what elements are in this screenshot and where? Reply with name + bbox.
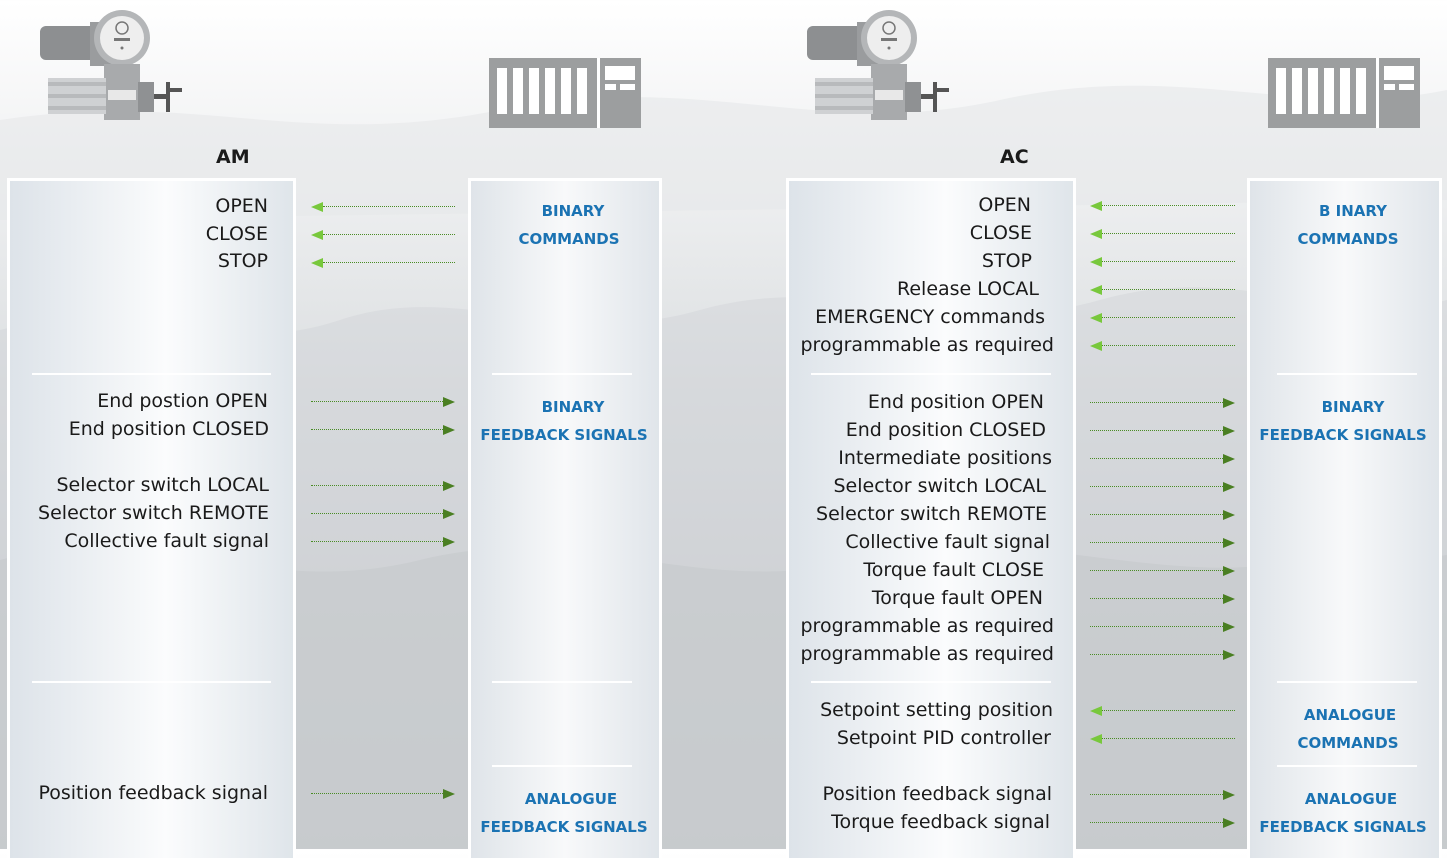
arrow-left-icon (311, 202, 455, 212)
ac-label-analogue-feedback: FEEDBACK SIGNALS (1259, 818, 1427, 836)
arrow-right-icon (1090, 398, 1235, 408)
ac-controller-panel (1247, 178, 1442, 858)
separator (492, 681, 632, 683)
separator (811, 681, 1051, 683)
arrow-right-icon (311, 397, 455, 407)
ac-feedback-local: Selector switch LOCAL (833, 475, 1047, 497)
arrow-left-icon (311, 230, 455, 240)
separator (492, 373, 632, 375)
arrow-right-icon (1090, 790, 1235, 800)
ac-feedback-intermediate: Intermediate positions (838, 447, 1052, 469)
arrow-left-icon (1090, 201, 1235, 211)
arrow-left-icon (1090, 229, 1235, 239)
separator (32, 681, 271, 683)
actuator-icon (40, 10, 182, 120)
separator (1277, 373, 1417, 375)
am-analogue-position-feedback: Position feedback signal (38, 782, 268, 804)
arrow-left-icon (1090, 341, 1235, 351)
am-command-open: OPEN (215, 195, 268, 217)
arrow-right-icon (311, 425, 455, 435)
am-command-stop: STOP (217, 250, 268, 272)
ac-label-analogue-feedback: ANALOGUE (1304, 790, 1398, 808)
ac-feedback-end-closed: End position CLOSED (845, 419, 1046, 441)
ac-command-open: OPEN (978, 194, 1031, 216)
arrow-right-icon (311, 537, 455, 547)
ac-label-binary-feedback: FEEDBACK SIGNALS (1259, 426, 1427, 444)
arrow-left-icon (1090, 313, 1235, 323)
am-controller-panel (468, 178, 662, 858)
am-label-binary-commands: BINARY (541, 202, 605, 220)
arrow-right-icon (1090, 818, 1235, 828)
ac-command-programmable: programmable as required (800, 334, 1054, 356)
separator (811, 373, 1051, 375)
am-title: AM (216, 146, 250, 168)
am-actuator-panel (7, 178, 296, 858)
controller-icon (489, 58, 641, 128)
am-feedback-remote: Selector switch REMOTE (38, 502, 269, 524)
am-label-binary-feedback: FEEDBACK SIGNALS (480, 426, 648, 444)
controller-icon (1268, 58, 1420, 128)
arrow-right-icon (311, 481, 455, 491)
am-label-binary-commands: COMMANDS (518, 230, 620, 248)
ac-feedback-remote: Selector switch REMOTE (816, 503, 1047, 525)
arrow-right-icon (1090, 510, 1235, 520)
arrow-right-icon (1090, 622, 1235, 632)
ac-feedback-torque-open: Torque fault OPEN (871, 587, 1043, 609)
arrow-left-icon (1090, 706, 1235, 716)
arrow-right-icon (311, 509, 455, 519)
ac-label-analogue-commands: ANALOGUE (1303, 706, 1397, 724)
arrow-right-icon (1090, 454, 1235, 464)
arrow-right-icon (1090, 426, 1235, 436)
separator (492, 765, 632, 767)
arrow-left-icon (1090, 257, 1235, 267)
ac-label-binary-commands: B INARY (1319, 202, 1387, 220)
am-label-analogue-feedback: FEEDBACK SIGNALS (480, 818, 648, 836)
ac-label-binary-commands: COMMANDS (1297, 230, 1399, 248)
ac-feedback-collective-fault: Collective fault signal (845, 531, 1050, 553)
ac-command-emergency: EMERGENCY commands (815, 306, 1045, 328)
am-feedback-end-open: End postion OPEN (97, 390, 268, 412)
am-command-close: CLOSE (205, 223, 268, 245)
ac-feedback-programmable: programmable as required (800, 615, 1054, 637)
separator (32, 373, 271, 375)
ac-analogue-position-feedback: Position feedback signal (822, 783, 1052, 805)
arrow-left-icon (311, 258, 455, 268)
am-feedback-local: Selector switch LOCAL (56, 474, 270, 496)
ac-command-release-local: Release LOCAL (897, 278, 1039, 300)
ac-title: AC (1000, 146, 1029, 168)
am-label-binary-feedback: BINARY (541, 398, 605, 416)
arrow-right-icon (1090, 482, 1235, 492)
arrow-right-icon (1090, 650, 1235, 660)
ac-analogue-setpoint-pid: Setpoint PID controller (836, 727, 1051, 749)
ac-actuator-panel (786, 178, 1076, 858)
ac-feedback-torque-close: Torque fault CLOSE (863, 559, 1044, 581)
ac-analogue-setpoint-position: Setpoint setting position (820, 699, 1053, 721)
actuator-icon (807, 10, 949, 120)
ac-command-close: CLOSE (969, 222, 1032, 244)
am-feedback-end-closed: End position CLOSED (68, 418, 269, 440)
separator (1277, 681, 1417, 683)
arrow-right-icon (1090, 566, 1235, 576)
am-feedback-collective-fault: Collective fault signal (64, 530, 269, 552)
arrow-right-icon (311, 789, 455, 799)
ac-label-binary-feedback: BINARY (1321, 398, 1385, 416)
ac-command-stop: STOP (981, 250, 1032, 272)
separator (1277, 765, 1417, 767)
ac-analogue-torque-feedback: Torque feedback signal (831, 811, 1050, 833)
ac-label-analogue-commands: COMMANDS (1297, 734, 1399, 752)
arrow-left-icon (1090, 734, 1235, 744)
arrow-right-icon (1090, 594, 1235, 604)
ac-feedback-programmable: programmable as required (800, 643, 1054, 665)
arrow-right-icon (1090, 538, 1235, 548)
arrow-left-icon (1090, 285, 1235, 295)
ac-feedback-end-open: End position OPEN (867, 391, 1044, 413)
am-label-analogue-feedback: ANALOGUE (524, 790, 618, 808)
